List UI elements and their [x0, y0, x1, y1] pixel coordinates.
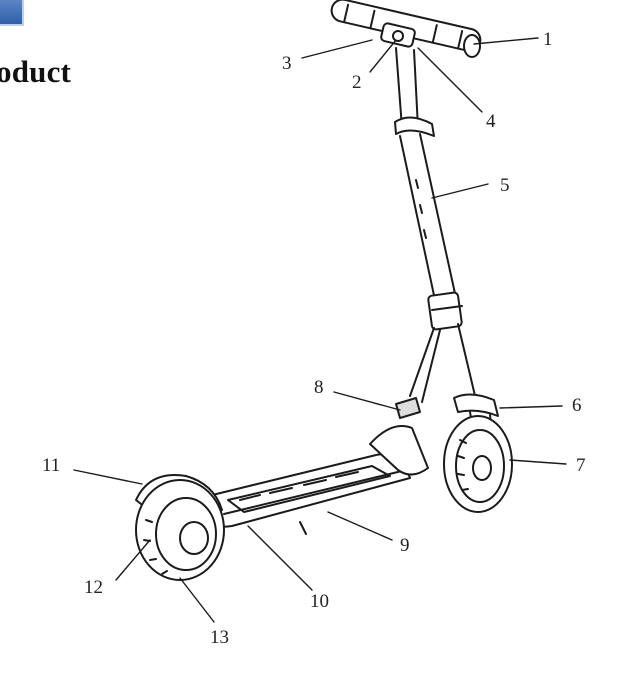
deck — [199, 397, 429, 535]
callout-11: 11 — [42, 455, 61, 476]
callout-5: 5 — [500, 175, 510, 196]
callout-13: 13 — [210, 627, 229, 648]
handlebar — [330, 0, 482, 58]
callout-3: 3 — [282, 53, 292, 74]
callout-8: 8 — [314, 377, 324, 398]
rear-wheel — [135, 479, 225, 581]
callout-6: 6 — [572, 395, 582, 416]
callout-2: 2 — [352, 72, 362, 93]
section-badge-icon — [0, 0, 24, 26]
callout-1: 1 — [543, 29, 553, 50]
callout-12: 12 — [84, 577, 103, 598]
leader-lines — [73, 37, 567, 623]
stem — [394, 47, 477, 403]
callout-10: 10 — [310, 591, 329, 612]
callout-9: 9 — [400, 535, 410, 556]
page-title: oduct — [0, 54, 72, 89]
callout-7: 7 — [576, 455, 586, 476]
front-wheel — [443, 415, 513, 513]
callout-4: 4 — [486, 111, 496, 132]
